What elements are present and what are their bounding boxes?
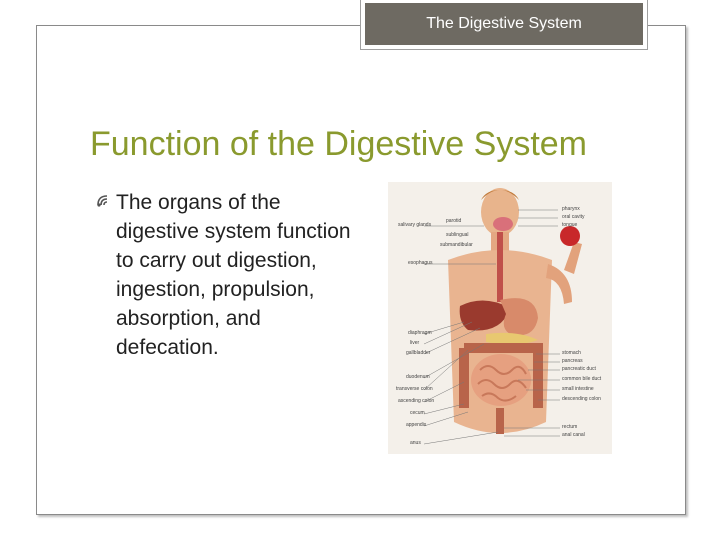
apple-shape [560,226,580,246]
label-submandibular: submandibular [440,242,473,248]
label-descending-colon: descending colon [562,396,601,402]
header-tab-title: The Digestive System [365,3,643,45]
bullet-item: The organs of the digestive system funct… [96,188,356,362]
label-transverse-colon: transverse colon [396,386,433,392]
rectum-shape [496,408,504,434]
label-diaphragm: diaphragm [408,330,432,336]
label-pancreatic-duct: pancreatic duct [562,366,597,372]
label-cecum: cecum [410,410,425,416]
label-salivary-glands: salivary glands [398,222,432,228]
label-ascending-colon: ascending colon [398,398,434,404]
header-tab: The Digestive System [360,0,648,50]
label-parotid: parotid [446,218,462,224]
label-oral-cavity: oral cavity [562,214,585,220]
label-appendix: appendix [406,422,427,428]
label-small-intestine: small intestine [562,386,594,392]
digestive-system-diagram: salivary glands esophagus diaphragm live… [388,182,612,454]
label-liver: liver [410,340,420,346]
slide-title: Function of the Digestive System [90,125,587,164]
label-esophagus: esophagus [408,260,433,266]
label-tongue: tongue [562,222,578,228]
esophagus-shape [497,232,503,302]
label-stomach: stomach [562,350,581,356]
label-common-bile-duct: common bile duct [562,376,602,382]
label-sublingual: sublingual [446,232,469,238]
label-pharynx: pharynx [562,206,580,212]
forearm-shape [564,242,582,274]
label-gallbladder: gallbladder [406,350,431,356]
label-anal-canal: anal canal [562,432,585,438]
mouth-cavity-shape [493,217,513,231]
bullet-text: The organs of the digestive system funct… [116,188,356,362]
label-pancreas: pancreas [562,358,583,364]
label-anus: anus [410,440,421,446]
wifi-bullet-icon [96,192,114,208]
label-duodenum: duodenum [406,374,430,380]
label-rectum: rectum [562,424,577,430]
